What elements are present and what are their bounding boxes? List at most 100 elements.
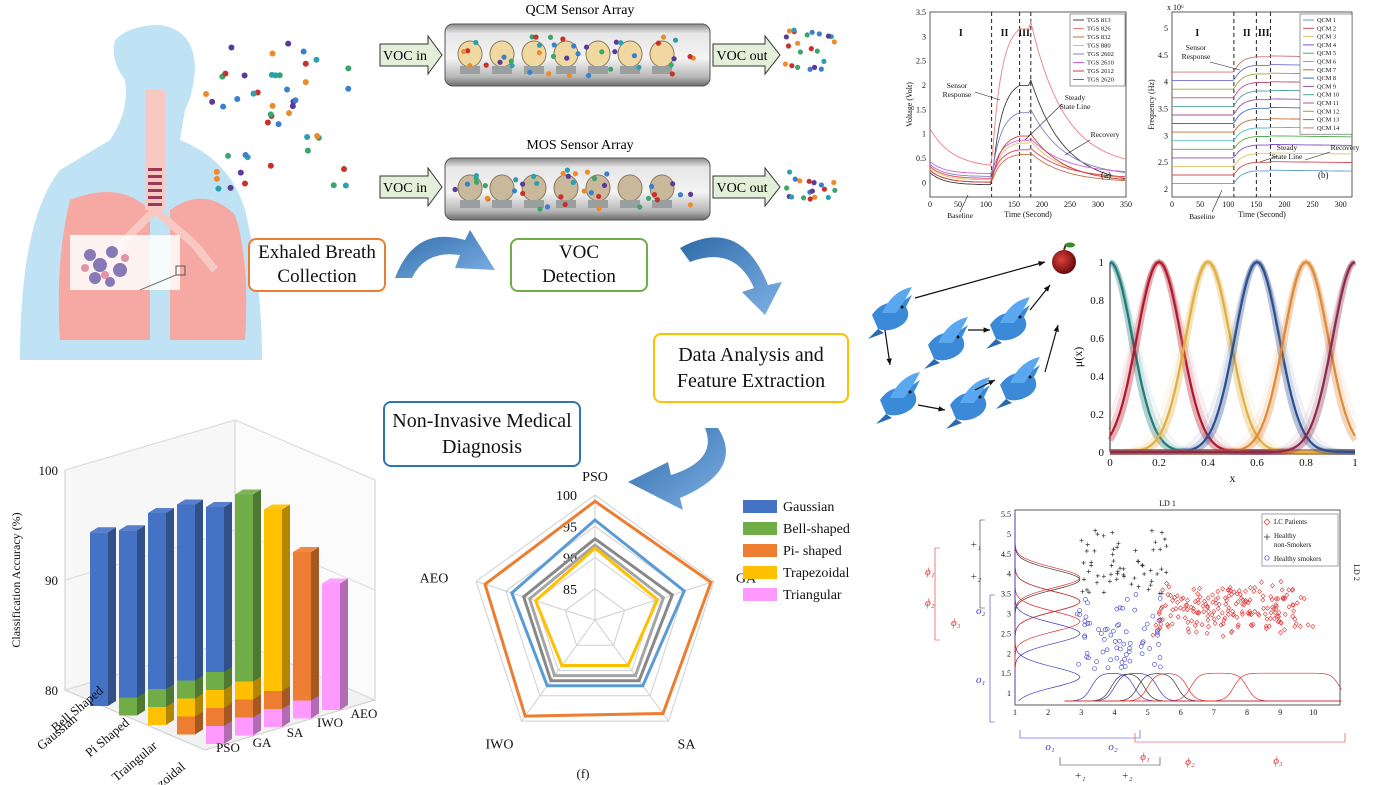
healthy-nonsmoker-point bbox=[1095, 532, 1100, 537]
legend-entry: QCM 11 bbox=[1317, 100, 1339, 107]
projection-curve bbox=[1064, 673, 1342, 702]
lc-patient-point bbox=[1180, 595, 1186, 601]
healthy-nonsmoker-point bbox=[1164, 570, 1169, 575]
projection-curve bbox=[1014, 514, 1081, 702]
healthy-smoker-point bbox=[1092, 666, 1097, 671]
x-tick-label: 50 bbox=[954, 200, 962, 209]
voc-particle bbox=[655, 40, 662, 46]
bottom-label: o₂ bbox=[1108, 741, 1118, 753]
voc-particle bbox=[534, 180, 540, 187]
lc-patient-point bbox=[1227, 584, 1233, 591]
legend-box bbox=[1299, 13, 1353, 135]
lc-patient-point bbox=[1260, 597, 1266, 603]
voc-particle bbox=[566, 73, 572, 79]
radar-grid bbox=[564, 588, 626, 646]
voc-particle bbox=[227, 184, 234, 191]
bottom-label: ϕ₃ bbox=[1273, 755, 1283, 767]
bar-side bbox=[253, 489, 261, 682]
lc-patient-point bbox=[1150, 632, 1156, 638]
lc-patient-point bbox=[1205, 604, 1210, 610]
voc-particle bbox=[571, 43, 577, 49]
lc-patient-point bbox=[1191, 608, 1196, 615]
voc-particle bbox=[461, 48, 467, 55]
lc-patient-point bbox=[1256, 612, 1262, 618]
lc-patient-point bbox=[1195, 597, 1201, 603]
y-axis-label: Frequency (Hz) bbox=[1147, 79, 1156, 130]
voc-detection-box: VOC Detection bbox=[510, 238, 648, 292]
x-tick-label: 2 bbox=[1046, 708, 1050, 717]
y-tick-label: 0 bbox=[1099, 447, 1105, 459]
healthy-nonsmoker-point bbox=[1101, 574, 1106, 579]
sensor-base bbox=[524, 200, 544, 208]
annotation-pointer bbox=[1304, 151, 1331, 161]
lc-patient-point bbox=[1184, 606, 1190, 613]
bar-front bbox=[177, 504, 195, 681]
lc-patient-point bbox=[1209, 612, 1215, 618]
voc-particle bbox=[513, 177, 519, 183]
healthy-nonsmoker-point bbox=[1080, 589, 1085, 594]
voc-particle bbox=[806, 178, 812, 184]
side-label: o₂ bbox=[976, 605, 986, 617]
lc-patient-point bbox=[1259, 579, 1264, 585]
legend-entry: Trapezoidal bbox=[783, 566, 849, 581]
legend-entry: Triangular bbox=[783, 588, 842, 603]
voc-particle bbox=[342, 182, 349, 189]
lc-patient-point bbox=[1270, 604, 1275, 610]
qcm-voc-out-arrow: VOC out bbox=[712, 34, 781, 76]
healthy-smoker-point bbox=[1124, 652, 1129, 657]
lc-patient-point bbox=[1279, 587, 1285, 593]
lc-patient-point bbox=[1284, 592, 1290, 598]
y-tick-label: 100 bbox=[39, 463, 59, 478]
lc-patient-point bbox=[1294, 600, 1300, 606]
healthy-nonsmoker-point bbox=[1153, 540, 1158, 545]
bar-front bbox=[148, 513, 166, 689]
bottom-label: ϕ₂ bbox=[1185, 756, 1195, 768]
annotation: Steady bbox=[1277, 143, 1298, 152]
x-tick-label: 300 bbox=[1335, 200, 1347, 209]
legend-swatch bbox=[743, 566, 777, 579]
healthy-nonsmoker-point bbox=[1115, 571, 1120, 576]
y-tick-label: 3.5 bbox=[1158, 105, 1168, 114]
sensor-base bbox=[556, 66, 576, 74]
healthy-smoker-point bbox=[1157, 655, 1163, 660]
lc-patient-point bbox=[1282, 627, 1287, 633]
lc-patient-point bbox=[1280, 595, 1286, 601]
voc-particle bbox=[791, 27, 797, 33]
lc-patient-point bbox=[1298, 594, 1304, 601]
lc-patient-point bbox=[1278, 578, 1284, 585]
voc-particle bbox=[687, 202, 694, 208]
lc-patient-point bbox=[1271, 616, 1277, 622]
y-tick-label: 5 bbox=[1007, 530, 1011, 539]
sensor-base bbox=[492, 200, 512, 208]
healthy-smoker-point bbox=[1119, 665, 1124, 670]
bar-top bbox=[148, 508, 174, 513]
voc-particle bbox=[242, 180, 249, 187]
lc-patient-point bbox=[1193, 629, 1199, 635]
voc-particle bbox=[464, 181, 471, 187]
healthy-smoker-point bbox=[1108, 657, 1113, 663]
healthy-smoker-point bbox=[1084, 650, 1090, 656]
lc-patient-point bbox=[1169, 621, 1175, 627]
healthy-smoker-point bbox=[1126, 649, 1132, 654]
healthy-nonsmoker-point bbox=[1084, 587, 1089, 592]
healthy-nonsmoker-point bbox=[1164, 544, 1169, 549]
lc-patient-point bbox=[1192, 622, 1198, 629]
healthy-nonsmoker-point bbox=[1159, 530, 1164, 535]
healthy-smoker-point bbox=[1158, 664, 1163, 670]
legend-entry: QCM 2 bbox=[1317, 25, 1336, 32]
lc-patient-point bbox=[1278, 619, 1284, 625]
lc-patient-point bbox=[1226, 605, 1232, 611]
lc-patient-point bbox=[1265, 605, 1270, 611]
y-tick-label: 2 bbox=[1164, 185, 1168, 194]
projection-curve bbox=[1064, 673, 1342, 702]
x-tick-label: 0 bbox=[1107, 457, 1113, 469]
qcm-voc-in-arrow: VOC in bbox=[379, 34, 443, 76]
lc-patient-point bbox=[1220, 633, 1226, 639]
phase-label: I bbox=[959, 28, 963, 39]
annotation: Sensor bbox=[1186, 43, 1207, 52]
healthy-smoker-point bbox=[1104, 626, 1110, 632]
voc-particle bbox=[671, 56, 677, 62]
healthy-smoker-point bbox=[1117, 605, 1123, 611]
legend-swatch bbox=[743, 522, 777, 535]
